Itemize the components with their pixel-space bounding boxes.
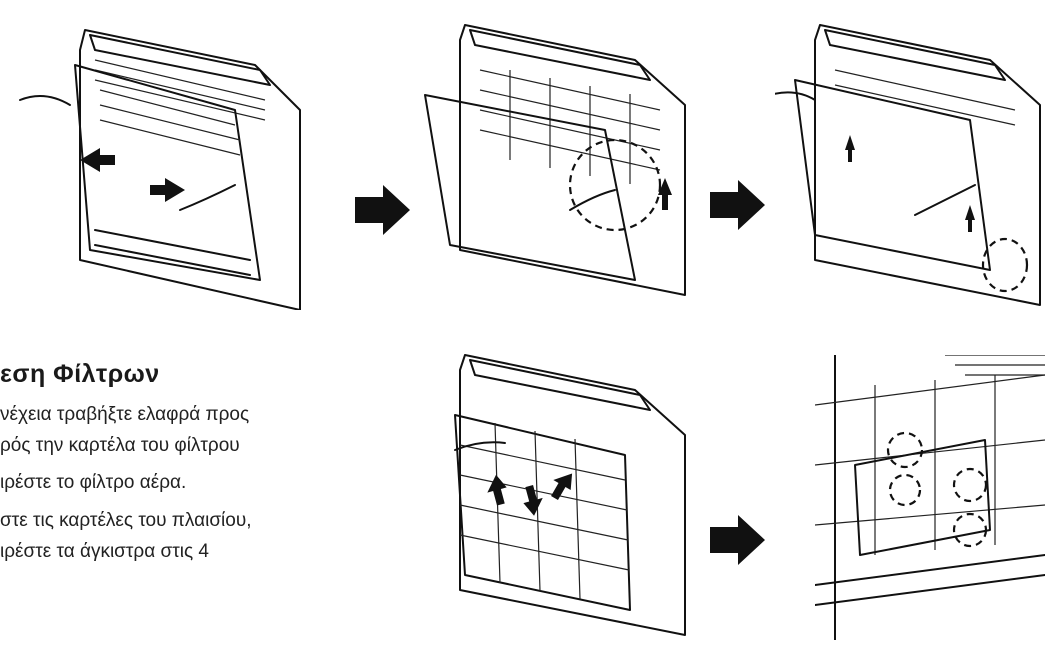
filter-hooks-detail-icon <box>815 355 1045 640</box>
next-step-arrow-2 <box>710 180 765 230</box>
next-step-arrow-1 <box>355 185 410 235</box>
air-conditioner-panel-close-icon <box>775 24 1041 306</box>
air-conditioner-panel-lift-icon <box>424 24 686 296</box>
instruction-line-4: στε τις καρτέλες του πλαισίου, <box>0 510 252 531</box>
instruction-line-5: ιρέστε τα άγκιστρα στις 4 <box>0 541 209 562</box>
unit-illustration-step-3 <box>775 24 1041 306</box>
unit-illustration-step-4 <box>454 354 686 636</box>
next-step-arrow-3 <box>710 515 765 565</box>
section-heading: εση Φίλτρων <box>0 360 160 388</box>
instruction-line-2: ρός την καρτέλα του φίλτρου <box>0 435 240 456</box>
unit-illustration-step-1 <box>19 29 301 310</box>
air-filter-remove-icon <box>454 354 686 636</box>
air-conditioner-panel-open-icon <box>19 29 301 310</box>
instruction-line-1: νέχεια τραβήξτε ελαφρά προς <box>0 404 250 425</box>
instruction-line-3: ιρέστε το φίλτρο αέρα. <box>0 472 187 493</box>
unit-illustration-step-2 <box>424 24 686 296</box>
unit-illustration-step-5-detail <box>815 355 1045 640</box>
